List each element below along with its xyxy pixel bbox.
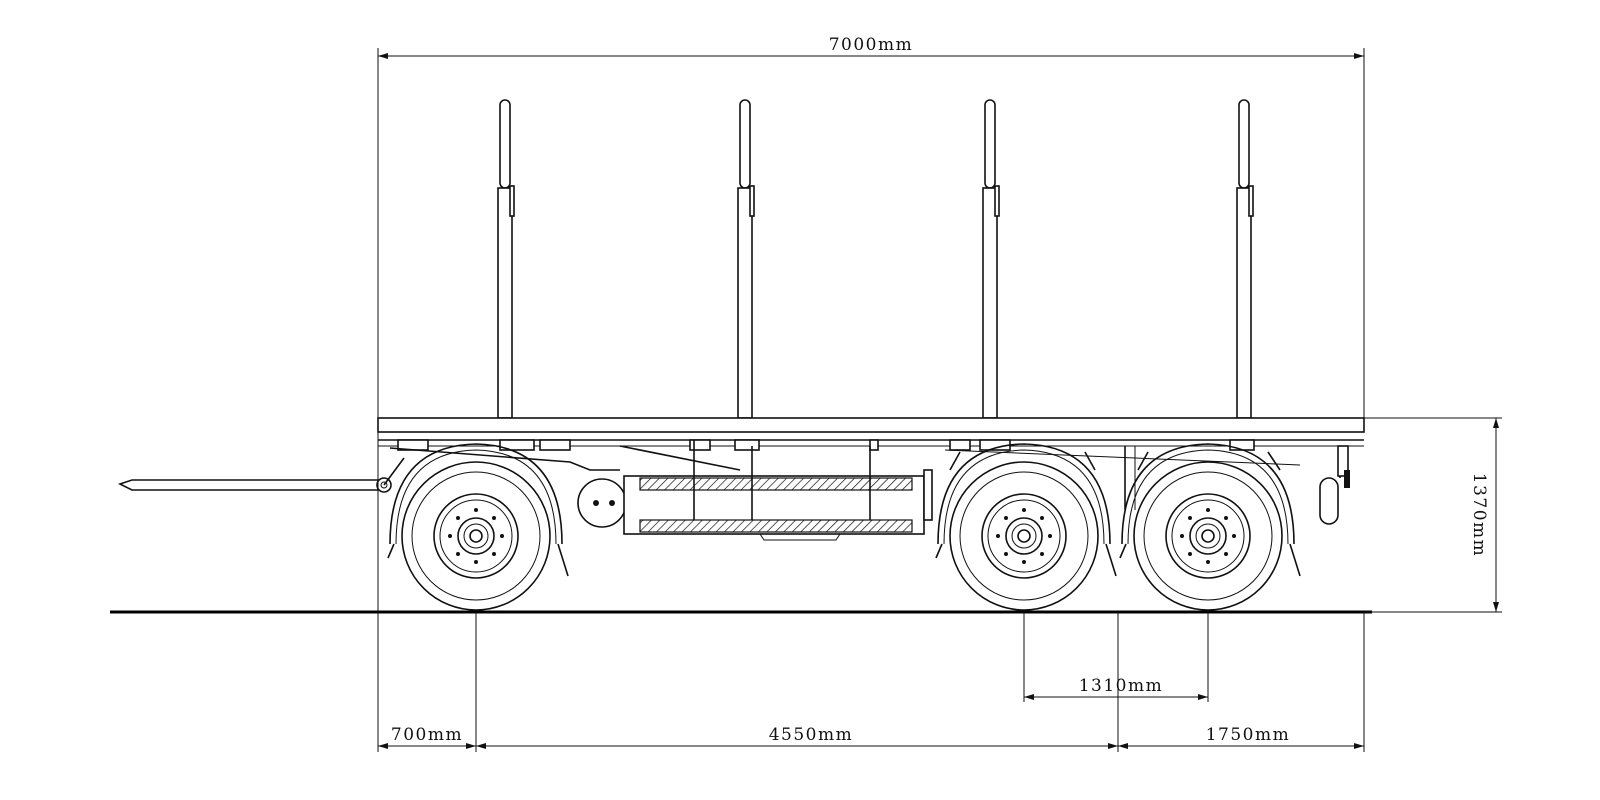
axle-spacing-label: 1310mm: [1079, 676, 1164, 696]
front-overhang-label: 700mm: [391, 725, 463, 745]
toolbox: [623, 440, 933, 541]
front-wheel: [401, 461, 551, 611]
rear-wheel-2: [1133, 461, 1283, 611]
dimension-overall-length: 7000mm: [377, 35, 1365, 612]
stake-4: [1236, 99, 1254, 419]
drawbar: [117, 457, 405, 493]
overall-length-label: 7000mm: [829, 35, 914, 55]
wheelbase-label: 4550mm: [769, 725, 854, 745]
rear-overhang-label: 1750mm: [1206, 725, 1291, 745]
dimension-height: 1370mm: [1364, 417, 1502, 613]
dimension-bottom: 700mm 4550mm 1310mm 1750mm: [377, 612, 1365, 752]
rear-wheel-1: [949, 461, 1099, 611]
air-tank: [577, 478, 627, 528]
stake-3: [982, 99, 1000, 419]
height-label: 1370mm: [1469, 473, 1489, 558]
stake-2: [737, 99, 755, 419]
stakes: [497, 99, 1254, 419]
stake-1: [497, 99, 515, 419]
trailer-chassis: [377, 417, 1365, 525]
